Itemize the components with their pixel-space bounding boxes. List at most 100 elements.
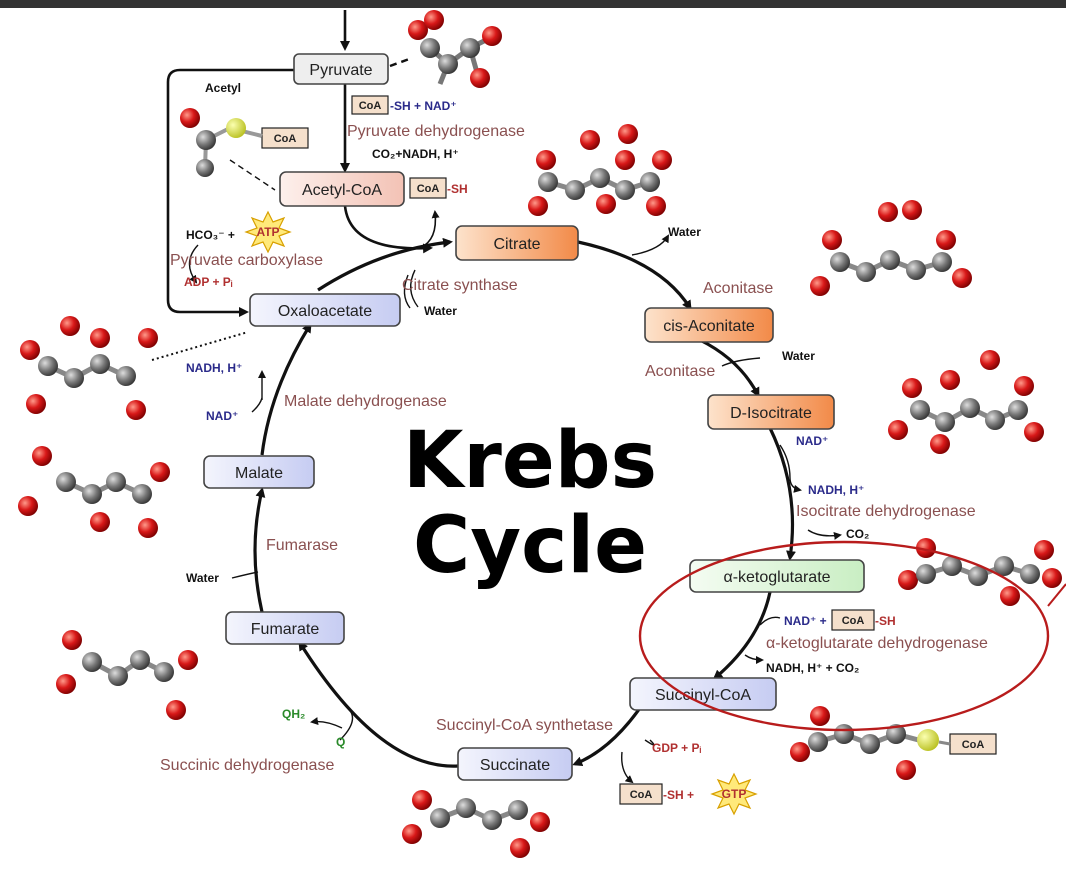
node-malate: Malate bbox=[203, 455, 315, 489]
svg-text:CoA: CoA bbox=[274, 133, 297, 145]
nad-label-malate: NAD⁺ bbox=[206, 409, 238, 423]
fumarate-label: Fumarate bbox=[251, 621, 320, 638]
node-pyruvate: Pyruvate bbox=[293, 53, 389, 85]
enzyme-succinyl-coa-synthetase: Succinyl-CoA synthetase bbox=[436, 717, 613, 734]
sh-label-citrate: -SH bbox=[447, 182, 468, 196]
citrate-molecule-icon bbox=[528, 124, 672, 216]
succinate-label: Succinate bbox=[480, 757, 550, 774]
succinyl-coa-label: Succinyl-CoA bbox=[655, 687, 751, 704]
acetyl-label: Acetyl bbox=[205, 81, 241, 95]
pyruvate-molecule-icon bbox=[408, 10, 502, 88]
co2-label-isocitrate: CO₂ bbox=[846, 527, 869, 541]
gtp-label: GTP bbox=[722, 787, 747, 801]
svg-text:CoA: CoA bbox=[359, 100, 382, 112]
water-label-citrate: Water bbox=[668, 225, 701, 239]
node-acetyl-coa: Acetyl-CoA bbox=[279, 171, 405, 207]
enzyme-malate-dehydrogenase: Malate dehydrogenase bbox=[284, 393, 447, 410]
acetyl-coa-label: Acetyl-CoA bbox=[302, 182, 382, 199]
svg-text:CoA: CoA bbox=[962, 739, 985, 751]
arrow-coa-release bbox=[419, 210, 440, 249]
arrow-pyruvate-to-oxaloacetate bbox=[166, 68, 294, 317]
adp-pi-label: ADP + Pᵢ bbox=[184, 275, 233, 289]
oxaloacetate-molecule-icon bbox=[20, 316, 158, 420]
atp-label: ATP bbox=[256, 225, 279, 239]
hco3-label: HCO₃⁻ + bbox=[186, 228, 235, 242]
arrow-cis-aconitate-to-isocitrate bbox=[699, 338, 760, 398]
cis-aconitate-label: cis-Aconitate bbox=[663, 318, 755, 335]
side-arrows bbox=[229, 159, 842, 784]
enzyme-akg-dehydrogenase: α-ketoglutarate dehydrogenase bbox=[766, 635, 988, 652]
title-line-2: Cycle bbox=[413, 501, 647, 591]
enzyme-pyruvate-dehydrogenase: Pyruvate dehydrogenase bbox=[347, 123, 525, 140]
svg-text:CoA: CoA bbox=[417, 183, 440, 195]
isocitrate-molecule-icon bbox=[888, 350, 1044, 454]
svg-text:CoA: CoA bbox=[630, 789, 653, 801]
node-succinate: Succinate bbox=[457, 747, 573, 781]
fumarate-molecule-icon bbox=[56, 630, 198, 720]
nadh-label-isocitrate: NADH, H⁺ bbox=[808, 483, 864, 497]
nadh-label-malate: NADH, H⁺ bbox=[186, 361, 242, 375]
d-isocitrate-label: D-Isocitrate bbox=[730, 405, 812, 422]
oxaloacetate-link-dotted bbox=[151, 331, 249, 361]
svg-text:CoA: CoA bbox=[842, 615, 865, 627]
gtp-starburst: GTP bbox=[710, 772, 758, 816]
arrow-akg-to-succinyl-coa bbox=[712, 591, 772, 680]
enzyme-fumarase: Fumarase bbox=[266, 537, 338, 554]
node-d-isocitrate: D-Isocitrate bbox=[707, 394, 835, 430]
node-citrate: Citrate bbox=[455, 225, 579, 261]
coa-box-akg: CoA bbox=[831, 609, 875, 631]
enzyme-pyruvate-carboxylase: Pyruvate carboxylase bbox=[170, 252, 323, 269]
atp-starburst: ATP bbox=[244, 210, 292, 254]
entry-arrows bbox=[166, 10, 440, 317]
arrow-oxaloacetate-to-citrate bbox=[317, 237, 453, 292]
top-border-bar bbox=[0, 0, 1066, 8]
arrow-isocitrate-to-akg bbox=[768, 427, 796, 561]
acetyl-molecule-icon bbox=[180, 108, 263, 177]
water-label-aconitase: Water bbox=[782, 349, 815, 363]
malate-molecule-icon bbox=[18, 446, 170, 538]
enzyme-citrate-synthase: Citrate synthase bbox=[402, 277, 518, 294]
arrow-citrate-to-cis-aconitate bbox=[577, 240, 692, 311]
oxaloacetate-label: Oxaloacetate bbox=[278, 303, 372, 320]
coa-box-acetyl-molecule: CoA bbox=[261, 127, 309, 149]
arrow-acetyl-coa-to-citrate bbox=[343, 205, 433, 254]
sh-nad-label: -SH + NAD⁺ bbox=[390, 99, 457, 113]
succinyl-coa-molecule-icon bbox=[790, 706, 939, 780]
water-label-fumarase: Water bbox=[186, 571, 219, 585]
q-label: Q bbox=[336, 735, 345, 749]
citrate-label: Citrate bbox=[493, 236, 540, 253]
co2-nadh-label: CO₂+NADH, H⁺ bbox=[372, 147, 459, 161]
sh-plus-label: -SH + bbox=[663, 788, 694, 802]
pyruvate-label: Pyruvate bbox=[309, 62, 372, 79]
coa-box-succinyl: CoA bbox=[619, 783, 663, 805]
cis-aconitate-molecule-icon bbox=[810, 200, 972, 296]
arrow-fumarate-to-malate bbox=[253, 487, 266, 613]
malate-label: Malate bbox=[235, 465, 283, 482]
coa-box-succinyl-molecule: CoA bbox=[949, 733, 997, 755]
akg-molecule-icon bbox=[898, 538, 1062, 606]
enzyme-aconitase-2: Aconitase bbox=[645, 363, 715, 380]
node-cis-aconitate: cis-Aconitate bbox=[644, 307, 774, 343]
highlight-pointer bbox=[1047, 583, 1066, 607]
arrow-malate-to-oxaloacetate bbox=[260, 322, 312, 456]
highlight-ellipse-akg bbox=[638, 540, 1050, 732]
coa-box-citrate-synthase: CoA bbox=[409, 177, 447, 199]
node-oxaloacetate: Oxaloacetate bbox=[249, 293, 401, 327]
title-line-1: Krebs bbox=[403, 416, 657, 506]
a-ketoglutarate-label: α-ketoglutarate bbox=[723, 569, 830, 586]
node-fumarate: Fumarate bbox=[225, 611, 345, 645]
enzyme-succinic-dehydrogenase: Succinic dehydrogenase bbox=[160, 757, 334, 774]
arrow-succinate-to-fumarate bbox=[298, 640, 459, 768]
qh2-label: QH₂ bbox=[282, 707, 305, 721]
nad-label-akg: NAD⁺ + bbox=[784, 614, 827, 628]
nad-label-isocitrate: NAD⁺ bbox=[796, 434, 828, 448]
sh-label-akg: -SH bbox=[875, 614, 896, 628]
succinate-molecule-icon bbox=[402, 790, 550, 858]
coa-box-pdh: CoA bbox=[351, 95, 389, 115]
cycle-arrows bbox=[253, 237, 796, 768]
enzyme-isocitrate-dehydrogenase: Isocitrate dehydrogenase bbox=[796, 503, 976, 520]
arrow-succinyl-coa-to-succinate bbox=[572, 707, 642, 767]
pyruvate-link-dashed bbox=[389, 56, 413, 68]
arrow-pyruvate-carboxylase bbox=[188, 244, 199, 284]
